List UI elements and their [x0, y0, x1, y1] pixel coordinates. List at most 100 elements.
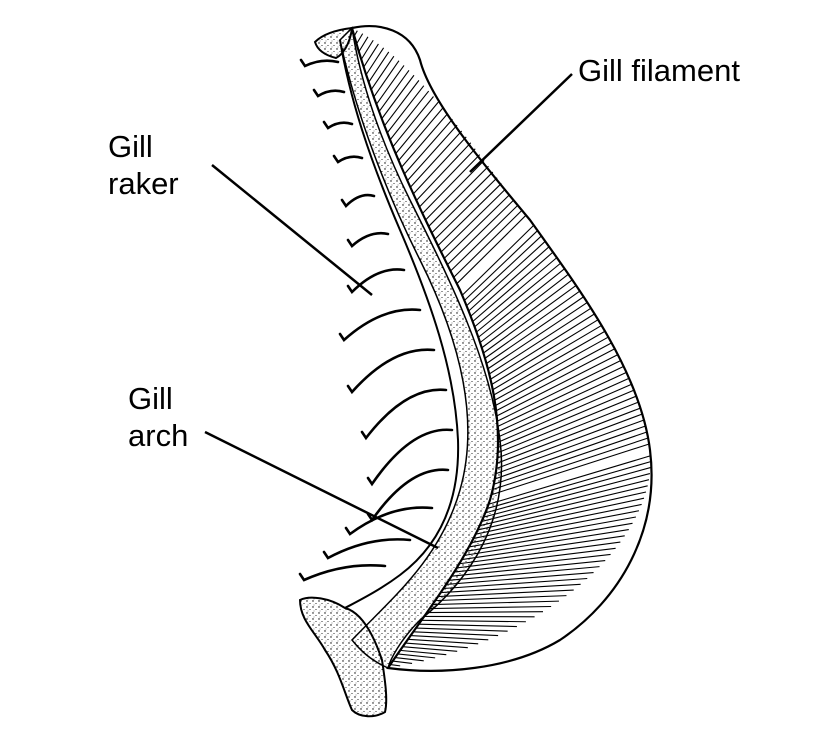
gill-filament-line: [384, 80, 420, 127]
gill-filament-line: [426, 611, 544, 614]
gill-filament-line: [413, 631, 499, 637]
gill-filament-line: [446, 572, 594, 585]
gill-filament-line: [410, 635, 489, 641]
gill-filament-line: [481, 279, 573, 349]
gill-filament-line: [459, 541, 621, 565]
gill-filament-line: [497, 383, 632, 443]
gill-raker-spine: [298, 563, 387, 582]
gill-filament-region: [350, 25, 653, 672]
gill-filament-line: [356, 33, 364, 45]
gill-filament-line: [353, 30, 358, 37]
gill-filament-line: [481, 479, 650, 522]
gill-filament-line: [497, 389, 635, 449]
gill-raker-spine: [346, 268, 406, 295]
gill-filament-line: [468, 516, 637, 548]
gill-raker-spine: [299, 58, 340, 68]
gill-filament-line: [381, 74, 415, 120]
gill-filament-line: [402, 646, 458, 652]
label-gill-arch-line2: arch: [128, 418, 189, 453]
gill-filament-line: [448, 566, 600, 581]
gill-raker-spine: [360, 388, 448, 441]
gill-filament-line: [475, 497, 645, 535]
gill-filament-line: [494, 425, 646, 480]
gill-raker-spine: [366, 468, 450, 523]
gill-filament-line: [373, 60, 400, 98]
gill-filament-line: [487, 301, 588, 370]
gill-filament-line: [478, 268, 565, 338]
gill-filament-line: [434, 177, 498, 240]
gill-raker-spine: [332, 154, 364, 164]
gill-raker-spine: [344, 506, 434, 536]
gill-filament-line: [378, 69, 410, 112]
gill-arch-band: [339, 26, 503, 670]
gill-filament-line: [496, 360, 622, 422]
gill-filament-line: [425, 160, 485, 221]
leader-gill-raker: [211, 164, 373, 296]
gill-filament-line: [389, 90, 430, 141]
leader-gill-arch: [204, 430, 439, 550]
gill-filament-line: [365, 47, 385, 76]
gill-filament-line: [466, 235, 542, 307]
gill-filament-line: [486, 296, 584, 364]
gill-filament-line: [443, 194, 511, 259]
gill-arch-top: [313, 26, 354, 60]
gill-filament-line: [464, 529, 629, 556]
gill-raker-spine: [338, 308, 422, 342]
gill-filament-line: [485, 467, 651, 514]
gill-filament-line: [488, 307, 592, 375]
gill-filament-line: [483, 284, 577, 354]
gill-filament-line: [471, 510, 640, 544]
gill-filament-line: [468, 240, 546, 312]
gill-filament-line: [421, 619, 526, 623]
gill-filament-line: [422, 154, 481, 214]
gill-raker-spine: [312, 88, 346, 98]
gill-filament-line: [474, 257, 558, 328]
gill-filament-line: [454, 553, 611, 573]
gill-filament-line: [451, 560, 606, 577]
gill-filament-line: [473, 503, 642, 539]
gill-filament-line: [484, 290, 581, 359]
gill-filament-line: [435, 595, 567, 602]
gill-filament-line: [497, 371, 627, 433]
gill-filament-line: [491, 443, 650, 496]
gill-filament-line: [493, 431, 648, 485]
gill-filament-line: [432, 600, 559, 606]
gill-filament-line: [429, 605, 552, 610]
gill-filament-line: [404, 118, 453, 175]
gill-filament-line: [491, 319, 599, 385]
gill-rakers: [298, 58, 454, 582]
gill-filament-line: [407, 638, 479, 645]
gill-filament-line: [477, 491, 647, 531]
gill-raker-spine: [322, 120, 354, 130]
gill-filament-line: [395, 656, 424, 662]
gill-filament-line: [440, 188, 506, 253]
gill-filament-line: [492, 324, 602, 391]
gill-filament-line: [495, 419, 645, 475]
gill-filament-line: [360, 39, 374, 60]
gill-filament-line: [490, 313, 595, 380]
gill-filament-line: [428, 165, 489, 227]
gill-raker-spine: [366, 428, 454, 487]
label-gill-raker: Gill raker: [108, 128, 179, 202]
gill-filament-line: [488, 455, 651, 505]
gill-filament-line: [456, 214, 527, 285]
gill-filament-line: [472, 251, 554, 322]
gill-arch-base: [298, 596, 388, 718]
gill-filament-line: [395, 101, 439, 155]
gill-filament-line: [375, 65, 405, 105]
gill-filament-line: [493, 330, 606, 396]
gill-filament-line: [466, 522, 633, 552]
gill-filament-line: [363, 43, 379, 68]
gill-filament-line: [409, 130, 463, 188]
label-gill-filament: Gill filament: [578, 52, 740, 89]
gill-filament-line: [446, 199, 515, 266]
gill-filament-line: [476, 262, 562, 333]
gill-filament-lines: [353, 30, 651, 667]
gill-filament-line: [405, 642, 468, 649]
gill-filament-line: [415, 627, 508, 632]
gill-filament-line: [392, 96, 434, 148]
gill-filament-line: [398, 107, 444, 161]
gill-filament-line: [358, 36, 369, 53]
gill-filament-line: [450, 204, 519, 272]
gill-filament-line: [386, 85, 425, 134]
